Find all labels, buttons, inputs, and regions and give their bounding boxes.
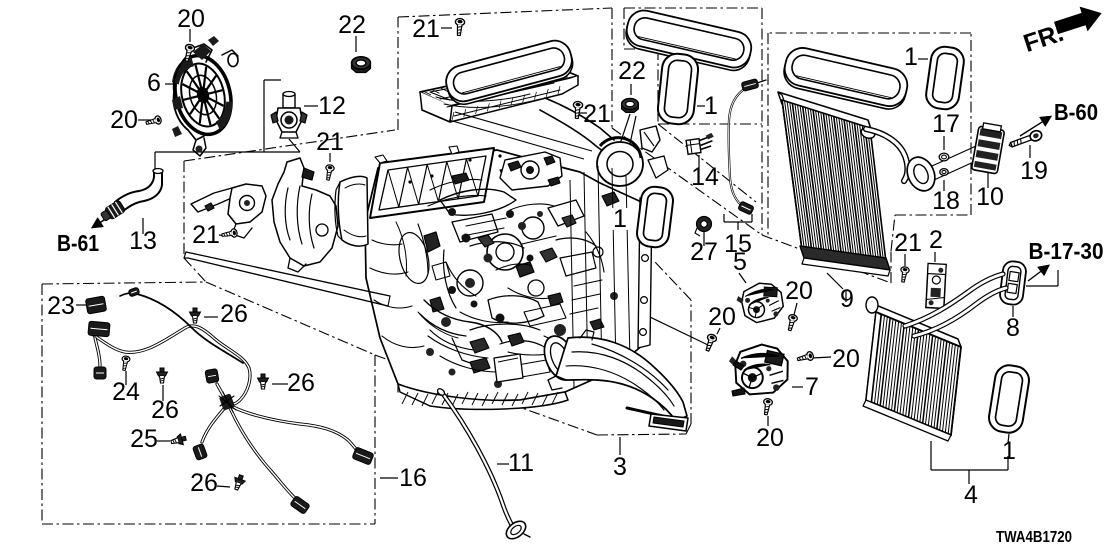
svg-text:14: 14 <box>691 163 719 191</box>
svg-text:21: 21 <box>192 221 220 249</box>
svg-text:13: 13 <box>129 227 157 255</box>
svg-text:22: 22 <box>338 11 366 39</box>
svg-text:11: 11 <box>508 449 534 477</box>
svg-text:8: 8 <box>1006 314 1020 342</box>
svg-text:TWA4B1720: TWA4B1720 <box>996 529 1072 546</box>
svg-text:17: 17 <box>932 110 960 138</box>
svg-text:27: 27 <box>690 238 718 266</box>
svg-text:9: 9 <box>840 285 854 313</box>
svg-text:18: 18 <box>932 187 960 215</box>
svg-text:3: 3 <box>613 453 627 481</box>
svg-text:23: 23 <box>47 292 75 320</box>
svg-text:15: 15 <box>724 230 752 258</box>
svg-text:B-17-30: B-17-30 <box>1029 238 1104 264</box>
svg-text:26: 26 <box>190 469 218 497</box>
svg-text:21: 21 <box>316 128 344 156</box>
svg-text:1: 1 <box>613 205 627 233</box>
svg-text:5: 5 <box>733 248 747 276</box>
svg-text:19: 19 <box>1020 157 1048 185</box>
svg-text:20: 20 <box>708 303 736 331</box>
svg-text:16: 16 <box>399 464 427 492</box>
svg-text:1: 1 <box>704 92 718 120</box>
svg-text:B-60: B-60 <box>1054 99 1098 125</box>
svg-text:21: 21 <box>583 100 611 128</box>
svg-text:6: 6 <box>147 69 161 97</box>
svg-text:2: 2 <box>929 226 943 254</box>
svg-text:21: 21 <box>894 229 922 257</box>
svg-text:20: 20 <box>177 5 205 33</box>
svg-text:4: 4 <box>964 481 978 509</box>
svg-text:22: 22 <box>618 57 646 85</box>
svg-text:7: 7 <box>805 373 819 401</box>
svg-text:21: 21 <box>412 15 440 43</box>
svg-text:26: 26 <box>287 369 315 397</box>
svg-text:1: 1 <box>904 43 918 71</box>
svg-text:1: 1 <box>1002 437 1016 465</box>
svg-text:26: 26 <box>220 300 248 328</box>
svg-text:24: 24 <box>112 378 140 406</box>
svg-text:12: 12 <box>318 92 346 120</box>
svg-text:25: 25 <box>130 425 158 453</box>
svg-text:20: 20 <box>785 277 813 305</box>
svg-text:20: 20 <box>756 424 784 452</box>
svg-text:20: 20 <box>832 345 860 373</box>
svg-text:B-61: B-61 <box>57 230 99 256</box>
svg-text:10: 10 <box>976 183 1004 211</box>
svg-text:20: 20 <box>110 106 138 134</box>
svg-text:26: 26 <box>151 396 179 424</box>
